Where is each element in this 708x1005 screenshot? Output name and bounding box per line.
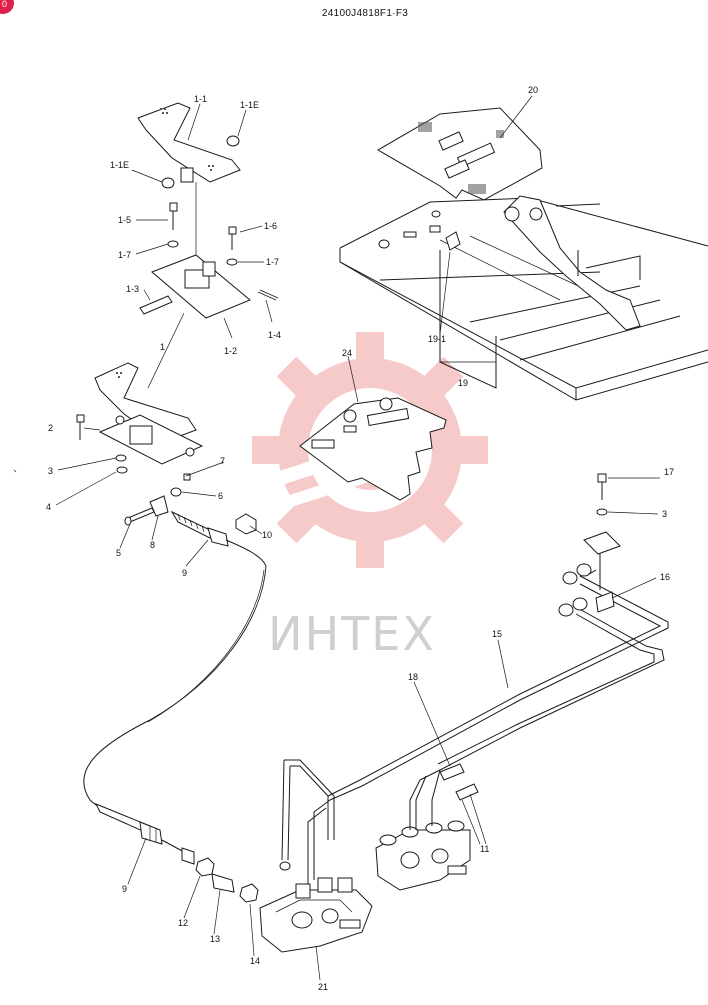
callout-21: 21: [318, 982, 328, 992]
callout-1-3: 1-3: [126, 284, 139, 294]
callout-1-6: 1-6: [264, 221, 277, 231]
truck-frame: [339, 195, 708, 401]
pedal-assembly-upper: [131, 102, 279, 339]
floor-plate: [377, 95, 543, 201]
callout-11: 11: [480, 844, 489, 854]
callout-1-7-a: 1-7: [118, 250, 131, 260]
callout-1-4: 1-4: [268, 330, 281, 340]
callout-10: 10: [262, 530, 272, 540]
badge-glyph: 0: [2, 0, 8, 9]
corner-badge-icon[interactable]: 0: [0, 0, 14, 14]
callout-20: 20: [528, 85, 538, 95]
callout-4: 4: [46, 502, 51, 512]
callout-24: 24: [342, 348, 352, 358]
callout-1-1e-a: 1-1E: [240, 100, 259, 110]
callout-9-b: 9: [122, 884, 127, 894]
callout-3-b: 3: [662, 509, 667, 519]
callout-16: 16: [660, 572, 670, 582]
pedal-assembly-lower: [55, 312, 204, 506]
callout-1-1: 1-1: [194, 94, 207, 104]
watermark-text: ИНТЕХ: [268, 607, 436, 661]
callout-12: 12: [178, 918, 188, 928]
callout-1-5: 1-5: [118, 215, 131, 225]
diagram-code: 24100J4818F1·F3: [322, 8, 408, 19]
callout-6: 6: [218, 491, 223, 501]
valve-bank-right: [375, 820, 471, 891]
valve-cable-end: [94, 803, 373, 981]
callout-19: 19: [458, 378, 468, 388]
callout-1-7-b: 1-7: [266, 257, 279, 267]
callout-15: 15: [492, 629, 502, 639]
callout-5: 5: [116, 548, 121, 558]
callout-7: 7: [220, 456, 225, 466]
cable-linkage: [83, 461, 267, 819]
callout-13: 13: [210, 934, 220, 944]
callout-1: 1: [160, 342, 165, 352]
callout-18: 18: [408, 672, 418, 682]
callout-1-2: 1-2: [224, 346, 237, 356]
callout-3-a: 3: [48, 466, 53, 476]
callout-14: 14: [250, 956, 260, 966]
callout-8: 8: [150, 540, 155, 550]
floor-mat: [299, 355, 447, 501]
callout-17: 17: [664, 467, 674, 477]
callout-2: 2: [48, 423, 53, 433]
callout-9-a: 9: [182, 568, 187, 578]
hydraulic-pipes: [279, 473, 669, 884]
callout-labels: 1-1 1-1E 1-1E 1-5 1-6 1-7 1-7 1-3 1-4 1-…: [46, 85, 674, 992]
stray-mark: [13, 469, 17, 473]
callout-19-1: 19-1: [428, 334, 446, 344]
callout-1-1e-b: 1-1E: [110, 160, 129, 170]
